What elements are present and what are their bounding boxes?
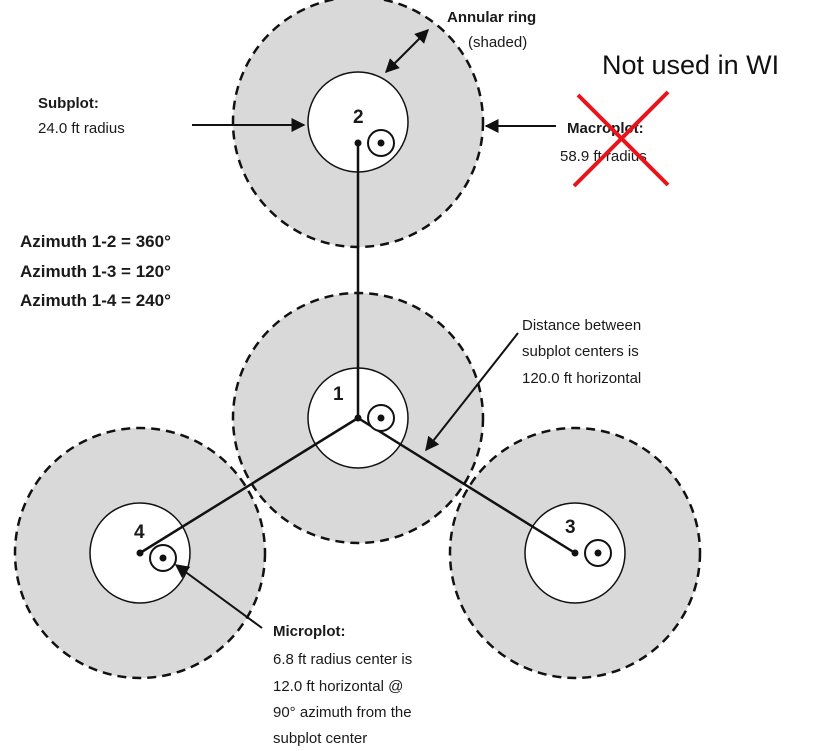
microplot-3 <box>584 539 612 567</box>
azimuth-1-3: Azimuth 1-3 = 120° <box>20 262 171 281</box>
distance-note-line-3: 120.0 ft horizontal <box>522 370 641 387</box>
microplot-line-3: 90° azimuth from the <box>273 704 412 721</box>
annular-ring-title: Annular ring <box>447 9 536 26</box>
subplot-number-3: 3 <box>565 517 576 538</box>
microplot-4 <box>149 544 177 572</box>
azimuth-1-4: Azimuth 1-4 = 240° <box>20 291 171 310</box>
subplot-center-1 <box>354 414 362 422</box>
subplot-center-2 <box>354 139 362 147</box>
subplot-center-4 <box>136 549 144 557</box>
microplot-1 <box>367 404 395 432</box>
subplot-number-4: 4 <box>134 522 145 543</box>
microplot-line-1: 6.8 ft radius center is <box>273 651 412 668</box>
subplot-label-detail: 24.0 ft radius <box>38 120 125 137</box>
connector-1-4 <box>139 416 359 555</box>
microplot-line-2: 12.0 ft horizontal @ <box>273 678 403 695</box>
subplot-number-1: 1 <box>333 384 344 405</box>
distance-note-line-2: subplot centers is <box>522 343 639 360</box>
microplot-2 <box>367 129 395 157</box>
red-cross-mark <box>572 90 670 188</box>
connector-1-3 <box>357 416 576 555</box>
microplot-line-4: subplot center <box>273 730 367 747</box>
distance-arrow <box>425 332 519 452</box>
subplot-center-3 <box>571 549 579 557</box>
microplot-arrow <box>174 564 263 629</box>
subplot-label-title: Subplot: <box>38 95 99 112</box>
annular-ring-arrow <box>385 29 429 73</box>
microplot-label-title: Microplot: <box>273 623 346 640</box>
not-used-note: Not used in WI <box>602 50 780 80</box>
distance-note-line-1: Distance between <box>522 317 641 334</box>
subplot-number-2: 2 <box>353 107 364 128</box>
azimuth-1-2: Azimuth 1-2 = 360° <box>20 232 171 251</box>
annular-ring-subtitle: (shaded) <box>468 34 527 51</box>
